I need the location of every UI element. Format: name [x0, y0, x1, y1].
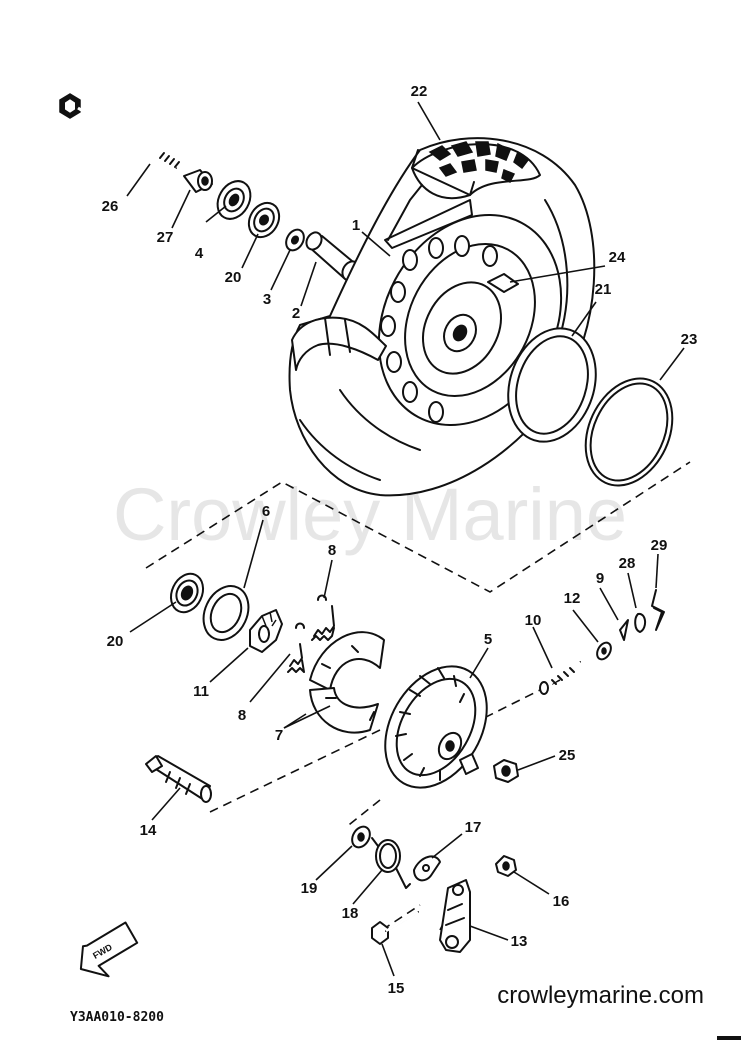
part-3-washer [285, 228, 305, 252]
callout-13: 13 [511, 933, 528, 950]
callout-20-lower: 20 [107, 633, 124, 650]
callout-11: 11 [193, 683, 209, 700]
part-28-clip [634, 612, 646, 633]
part-10-camshaft [539, 660, 582, 695]
callout-24: 24 [609, 249, 626, 266]
part-15-bolt [371, 910, 419, 945]
diagram-code: Y3AA010-8200 [70, 1010, 164, 1025]
callout-2: 2 [292, 305, 300, 322]
callout-15: 15 [388, 980, 405, 997]
part-4-oil-seal [216, 180, 252, 220]
part-20-bearing-upper [247, 201, 281, 239]
part-11-meter-gear [249, 609, 283, 653]
callout-22: 22 [411, 83, 428, 100]
callout-12: 12 [564, 590, 581, 607]
part-27-collar [183, 169, 213, 193]
callout-28: 28 [619, 555, 636, 572]
part-19-washer [351, 825, 371, 849]
callout-23: 23 [681, 331, 698, 348]
callout-labels: 22 1 2 3 20 4 27 26 24 21 23 6 8 20 11 8… [102, 83, 698, 997]
part-23-ring [584, 377, 674, 487]
part-7-brake-shoes [309, 631, 385, 734]
part-12-washer [596, 641, 612, 661]
part-26-axle-bolt [59, 93, 180, 170]
part-8-spring-lower [287, 622, 305, 673]
callout-5: 5 [484, 631, 492, 648]
fwd-arrow-icon: FWD [79, 921, 139, 978]
corner-mark [717, 1036, 741, 1040]
callout-1: 1 [352, 217, 360, 234]
callout-20-upper: 20 [225, 269, 242, 286]
callout-7: 7 [275, 727, 283, 744]
callout-6: 6 [262, 503, 270, 520]
part-9-clip [619, 619, 629, 641]
leader-lines [126, 101, 685, 977]
callout-27: 27 [157, 229, 174, 246]
callout-17: 17 [465, 819, 482, 836]
part-6-oil-seal [202, 585, 250, 641]
callout-8-lower: 8 [238, 707, 246, 724]
part-14-brake-cam [145, 755, 212, 803]
callout-14: 14 [140, 822, 157, 839]
part-5-brake-plate [384, 665, 488, 789]
part-17-indicator-plate [413, 855, 441, 882]
part-20-bearing-lower [169, 572, 205, 614]
callout-29: 29 [651, 537, 668, 554]
callout-16: 16 [553, 893, 570, 910]
callout-9: 9 [596, 570, 604, 587]
callout-10: 10 [525, 612, 542, 629]
callout-4: 4 [195, 245, 204, 262]
part-16-nut [495, 855, 517, 877]
part-13-cam-lever [439, 879, 471, 953]
part-25-nut [493, 759, 519, 783]
part-21-rim-band [507, 327, 597, 443]
callout-26: 26 [102, 198, 119, 215]
callout-18: 18 [342, 905, 359, 922]
part-8-spring-upper [311, 594, 335, 641]
callout-19: 19 [301, 880, 318, 897]
callout-8-upper: 8 [328, 542, 336, 559]
callout-25: 25 [559, 747, 576, 764]
part-29-cotter-pin [651, 589, 665, 631]
site-url: crowleymarine.com [497, 982, 704, 1009]
callout-3: 3 [263, 291, 271, 308]
callout-21: 21 [595, 281, 612, 298]
part-18-return-spring [371, 837, 411, 889]
